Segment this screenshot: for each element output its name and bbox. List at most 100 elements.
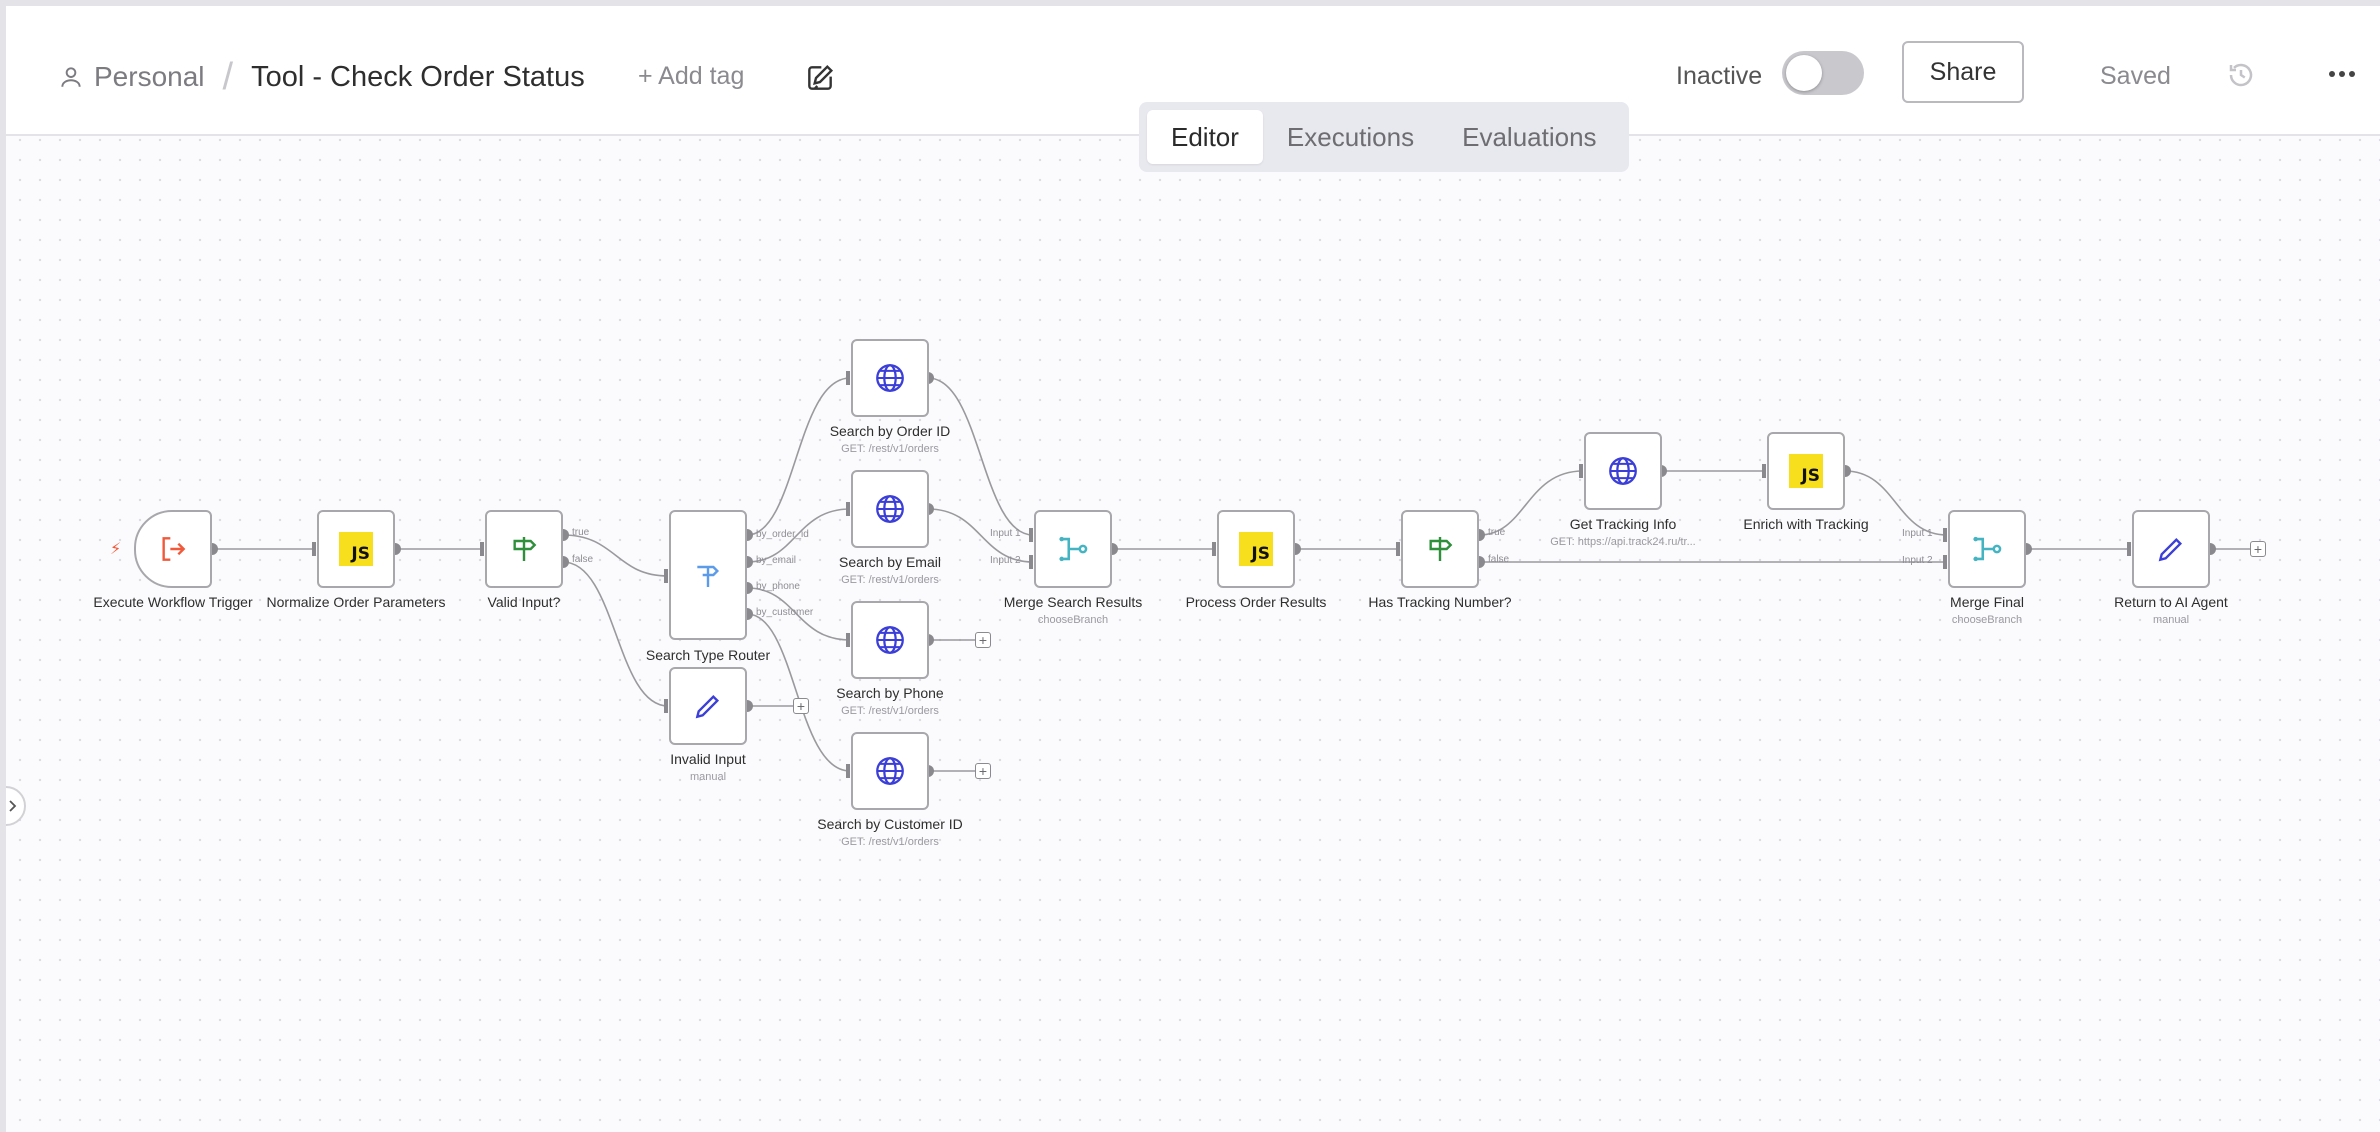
- node-subtitle: GET: /rest/v1/orders: [841, 574, 939, 586]
- port-label-true: true: [1488, 527, 1506, 538]
- share-button[interactable]: Share: [1902, 41, 2024, 103]
- trigger-bolt-icon: ⚡: [110, 541, 122, 558]
- input-handle: [1029, 555, 1033, 569]
- merge-icon: [1973, 536, 2002, 562]
- node-merge-final[interactable]: [1948, 510, 2026, 588]
- breadcrumb-separator: /: [222, 55, 234, 98]
- node-execute-workflow-trigger[interactable]: [134, 510, 212, 588]
- globe-icon: [876, 495, 904, 523]
- tab-evaluations[interactable]: Evaluations: [1462, 121, 1597, 152]
- input-handle: [846, 764, 850, 778]
- wire-router-email: [746, 508, 851, 563]
- wire-router-customer: [746, 613, 851, 772]
- wire-order-merge: [927, 377, 1034, 536]
- wire-valid-true-router: [562, 534, 669, 577]
- node-label: Execute Workflow Trigger: [93, 594, 253, 610]
- node-get-tracking-info[interactable]: [1584, 432, 1662, 510]
- node-subtitle: GET: /rest/v1/orders: [841, 443, 939, 455]
- node-subtitle: chooseBranch: [1951, 614, 2023, 626]
- node-search-by-order-id[interactable]: [851, 339, 929, 417]
- workflow-canvas[interactable]: + + + + ⚡ Execute Workflow Trigger JS No…: [6, 136, 2380, 1132]
- wire-router-order: [746, 377, 851, 536]
- port-label-input-2: Input 2: [1902, 555, 1933, 566]
- workflow-title[interactable]: Tool - Check Order Status: [251, 60, 585, 93]
- node-label: Search Type Router: [645, 647, 771, 663]
- node-label: Search by Phone: [836, 685, 944, 701]
- active-toggle[interactable]: [1782, 51, 1864, 95]
- js-icon: JS: [339, 532, 373, 566]
- toggle-knob: [1786, 55, 1822, 91]
- node-search-type-router[interactable]: [669, 510, 747, 640]
- node-label: Has Tracking Number?: [1368, 594, 1512, 610]
- globe-icon: [876, 626, 904, 654]
- node-label: Search by Order ID: [829, 423, 951, 439]
- node-search-by-phone[interactable]: [851, 601, 929, 679]
- exit-arrow-icon: [162, 537, 186, 561]
- add-node-button[interactable]: +: [793, 698, 809, 714]
- more-options-icon[interactable]: [2328, 64, 2356, 84]
- port-label-by-phone: by_phone: [756, 581, 800, 592]
- active-status-label: Inactive: [1676, 62, 1763, 90]
- input-handle: [1762, 464, 1766, 478]
- port-label-false: false: [1488, 554, 1510, 565]
- node-subtitle: chooseBranch: [1037, 614, 1109, 626]
- node-label: Get Tracking Info: [1569, 516, 1677, 532]
- node-search-by-customer-id[interactable]: [851, 732, 929, 810]
- port-label-false: false: [572, 554, 594, 565]
- node-return-to-ai-agent[interactable]: [2132, 510, 2210, 588]
- wire-router-phone: [746, 587, 851, 641]
- tab-editor[interactable]: Editor: [1147, 110, 1263, 164]
- node-process-order-results[interactable]: JS: [1217, 510, 1295, 588]
- input-handle: [1396, 542, 1400, 556]
- add-node-button[interactable]: +: [975, 632, 991, 648]
- tab-executions[interactable]: Executions: [1286, 121, 1415, 152]
- input-handle: [664, 569, 668, 583]
- port-label-input-1: Input 1: [990, 528, 1021, 539]
- node-subtitle: GET: /rest/v1/orders: [841, 705, 939, 717]
- node-has-tracking-number[interactable]: [1401, 510, 1479, 588]
- port-label-input-2: Input 2: [990, 555, 1021, 566]
- globe-icon: [876, 757, 904, 785]
- merge-icon: [1059, 536, 1088, 562]
- edit-description-icon[interactable]: [804, 62, 836, 94]
- node-label: Search by Email: [839, 554, 941, 570]
- port-label-by-order-id: by_order_id: [756, 529, 809, 540]
- node-valid-input[interactable]: [485, 510, 563, 588]
- node-label: Search by Customer ID: [817, 816, 963, 832]
- add-node-button[interactable]: +: [2250, 541, 2266, 557]
- wire-email-merge: [927, 508, 1034, 563]
- node-label: Valid Input?: [487, 594, 561, 610]
- port-label-true: true: [572, 527, 590, 538]
- globe-icon: [876, 364, 904, 392]
- port-label-by-customer: by_customer: [756, 607, 814, 618]
- input-handle: [664, 699, 668, 713]
- breadcrumb: Personal / Tool - Check Order Status: [58, 54, 585, 100]
- node-enrich-with-tracking[interactable]: JS: [1767, 432, 1845, 510]
- globe-icon: [1609, 457, 1637, 485]
- node-search-by-email[interactable]: [851, 470, 929, 548]
- chevron-right-icon: [9, 800, 17, 812]
- add-tag-button[interactable]: + Add tag: [638, 62, 745, 90]
- signpost-icon: [1429, 537, 1453, 561]
- input-handle: [1029, 528, 1033, 542]
- input-handle: [1943, 528, 1947, 542]
- node-label: Process Order Results: [1185, 594, 1327, 610]
- js-icon: JS: [1239, 532, 1273, 566]
- port-label-by-email: by_email: [756, 555, 797, 566]
- signpost-icon: [513, 537, 537, 561]
- node-invalid-input[interactable]: [669, 667, 747, 745]
- node-normalize-order-parameters[interactable]: JS: [317, 510, 395, 588]
- node-merge-search-results[interactable]: [1034, 510, 1112, 588]
- node-label: Normalize Order Parameters: [266, 594, 446, 610]
- history-icon[interactable]: [2226, 60, 2256, 90]
- node-label: Invalid Input: [670, 751, 746, 767]
- input-handle: [480, 542, 484, 556]
- saved-status: Saved: [2100, 62, 2171, 90]
- project-link[interactable]: Personal: [94, 61, 205, 92]
- input-handle: [312, 542, 316, 556]
- add-node-button[interactable]: +: [975, 763, 991, 779]
- wire-true-get-tracking: [1478, 470, 1584, 536]
- node-subtitle: GET: /rest/v1/orders: [841, 836, 939, 848]
- node-label: Return to AI Agent: [2114, 594, 2228, 610]
